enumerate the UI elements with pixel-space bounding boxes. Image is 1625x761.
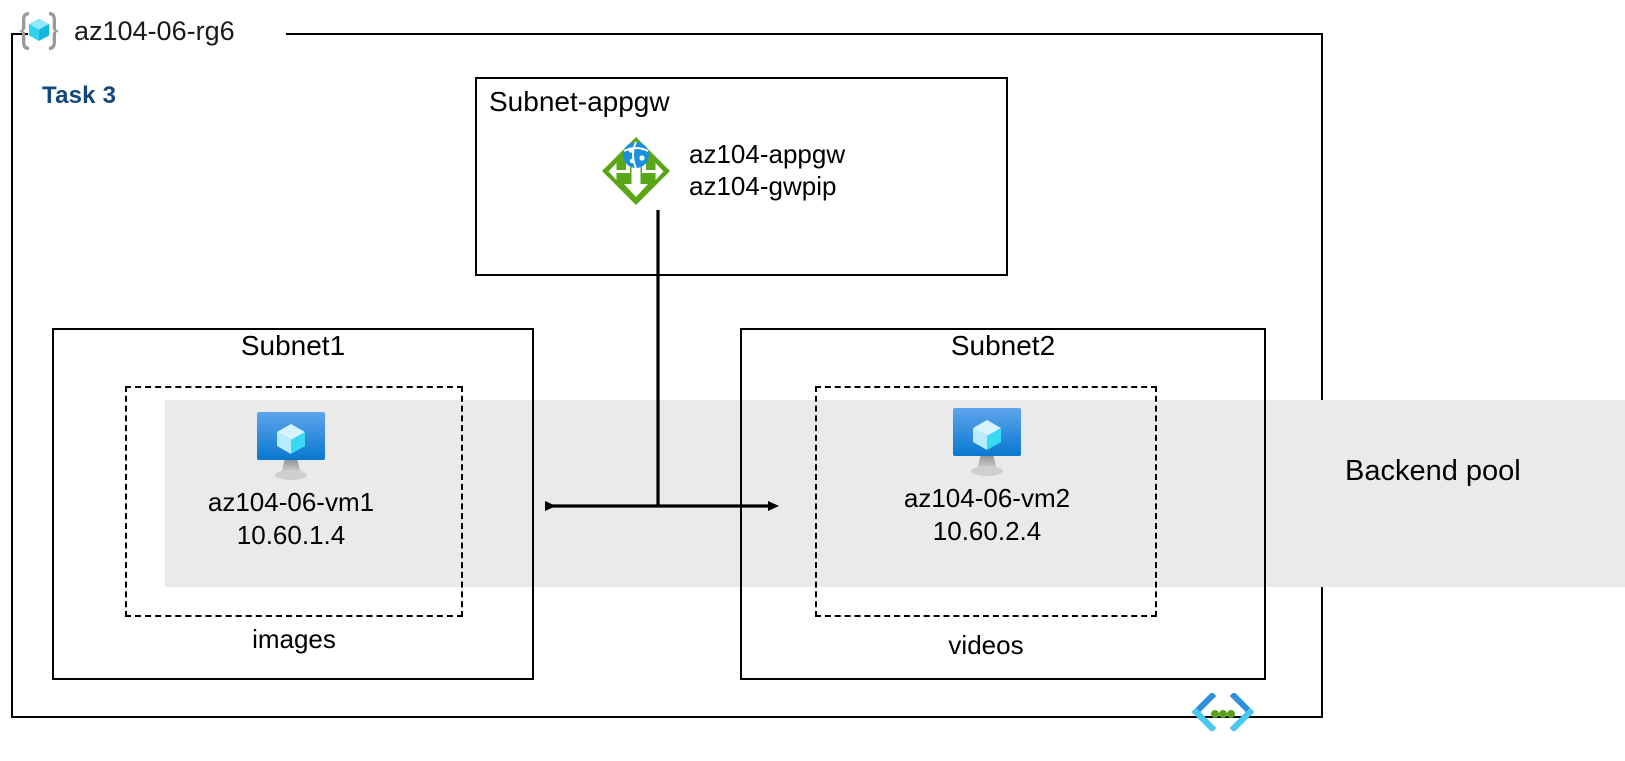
task-label: Task 3 [42,82,117,109]
resource-group-header: az104-06-rg6 [16,6,235,56]
virtual-network-icon [1191,691,1255,733]
application-gateway-names: az104-appgw az104-gwpip [689,139,845,202]
resource-group-name: az104-06-rg6 [74,15,235,46]
subnet1-box [52,328,534,680]
backend-pool-band [165,400,1625,587]
backend-pool-label: Backend pool [1345,455,1521,487]
vm1-name: az104-06-vm1 [207,487,375,517]
vm1-ip: 10.60.1.4 [236,519,346,550]
application-gateway-icon [597,132,675,210]
appgw-resource-name: az104-appgw [689,139,846,170]
vm2-name: az104-06-vm2 [903,483,1071,513]
resource-group-icon [16,8,62,54]
virtual-machine-icon [249,404,333,486]
resource-group-container [11,33,1323,718]
subnet-appgw-box [475,77,1008,276]
vm1-node[interactable]: az104-06-vm1 10.60.1.4 [166,404,416,552]
subnet2-dashed-boundary [815,386,1157,617]
subnet2-tier-caption: videos [948,630,1024,660]
vm2-ip: 10.60.2.4 [932,515,1042,546]
subnet1-title: Subnet1 [240,330,346,361]
subnet1-dashed-boundary [125,386,463,617]
application-gateway-node[interactable]: az104-appgw az104-gwpip [597,132,845,210]
vm2-node[interactable]: az104-06-vm2 10.60.2.4 [862,400,1112,548]
virtual-machine-icon [945,400,1029,482]
resource-group-title-gap [28,16,286,50]
subnet1-tier-caption: images [252,624,336,654]
subnet-appgw-title: Subnet-appgw [489,86,670,117]
appgw-public-ip-name: az104-gwpip [689,171,837,201]
subnet2-title: Subnet2 [950,330,1056,361]
